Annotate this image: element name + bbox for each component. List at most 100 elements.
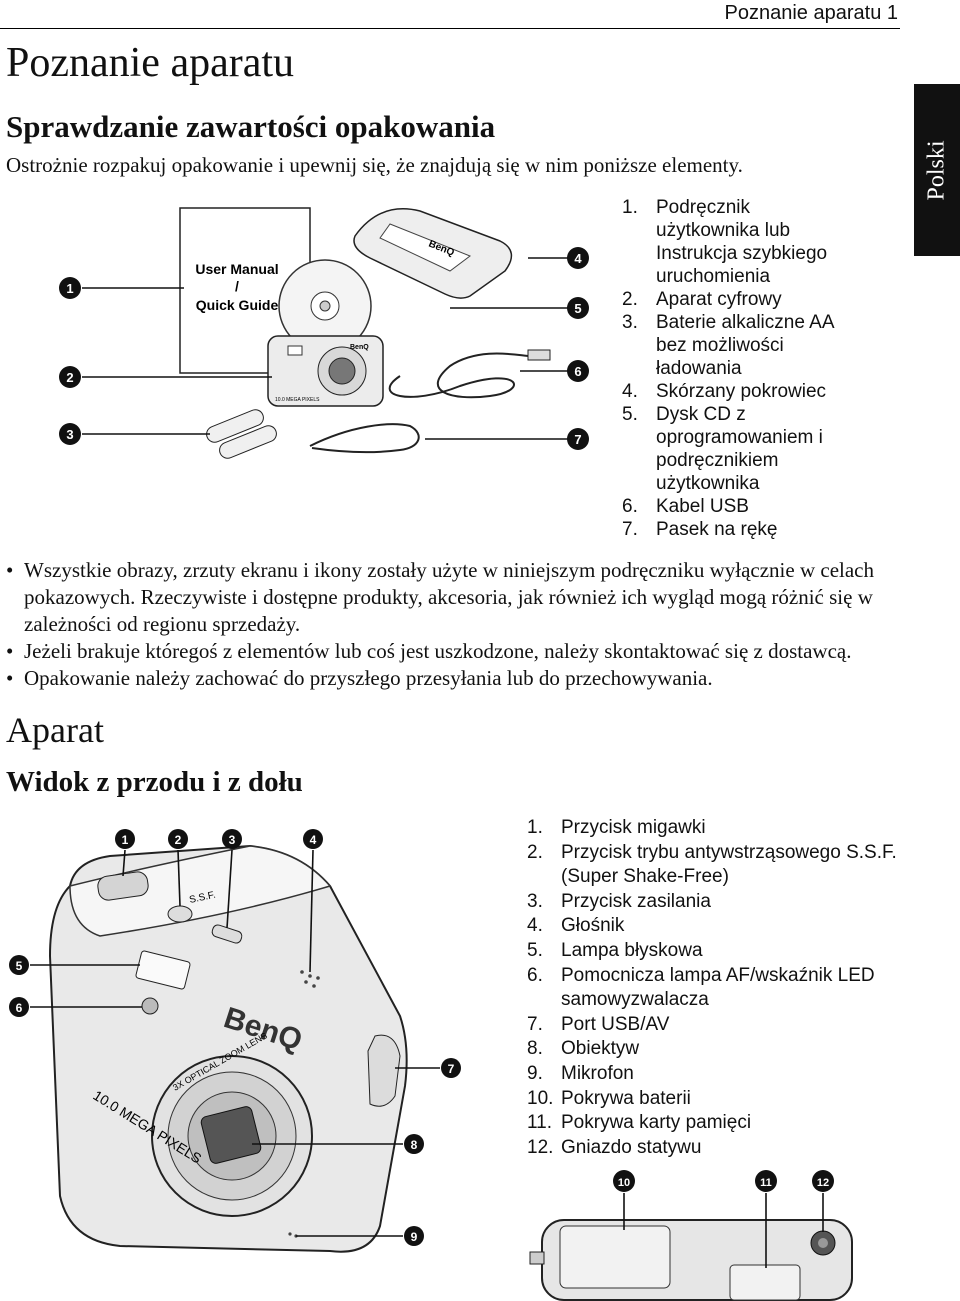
usb-cable-illustration [388, 352, 531, 399]
memory-card-cover [729, 1264, 801, 1301]
svg-text:8: 8 [411, 1138, 418, 1152]
camera-part-item-text: Przycisk migawki [561, 817, 706, 838]
callout-9: 9 [404, 1226, 424, 1246]
callout-2: 2 [168, 829, 188, 849]
camera-part-item-text: Port USB/AV [561, 1013, 670, 1035]
svg-text:3: 3 [66, 427, 73, 442]
battery-cover [559, 1225, 671, 1289]
camera-part-item-number: 3. [527, 890, 543, 912]
camera-section-subtitle: Widok z przodu i z dołu [6, 766, 303, 798]
svg-text:6: 6 [16, 1001, 23, 1015]
note-item: Jeżeli brakuje któregoś z elementów lub … [6, 638, 916, 665]
batteries-illustration [206, 409, 277, 459]
speaker-grille [300, 970, 320, 988]
section-subtitle: Sprawdzanie zawartości opakowania [6, 109, 496, 144]
package-contents-item-text: Dysk CD z oprogramowaniem i podręcznikie… [656, 404, 823, 494]
package-contents-item-text: Kabel USB [656, 496, 749, 517]
camera-top-panel [69, 845, 332, 937]
callout-11: 11 [755, 1170, 777, 1192]
usb-av-port-cover [367, 1034, 401, 1107]
svg-text:3: 3 [229, 833, 236, 847]
svg-text:4: 4 [310, 833, 317, 847]
callout-3: 3 [59, 423, 81, 445]
camera-part-item: 11. Pokrywa karty pamięci [527, 1111, 917, 1136]
note-item: Opakowanie należy zachować do przyszłego… [6, 665, 916, 692]
callout-4: 4 [303, 829, 323, 849]
package-contents-item-text: Baterie alkaliczne AA bez możliwości ład… [656, 312, 834, 379]
camera-part-item: 7.Port USB/AV [527, 1013, 917, 1038]
package-contents-item-text: Aparat cyfrowy [656, 289, 782, 310]
package-contents-item-number: 6. [622, 496, 638, 517]
note-item: Wszystkie obrazy, zrzuty ekranu i ikony … [6, 557, 916, 638]
camera-part-item: 4.Głośnik [527, 914, 917, 939]
callout-6: 6 [567, 360, 589, 382]
camera-part-item: 6. Pomocnicza lampa AF/wskaźnik LED samow… [527, 964, 917, 1013]
wrist-strap-illustration [309, 423, 420, 454]
camera-brand-small: BenQ [350, 344, 369, 351]
camera-part-item-number: 6. [527, 964, 543, 986]
callout-7: 7 [567, 428, 589, 450]
callout-8: 8 [404, 1134, 424, 1154]
camera-part-item: 8.Obiektyw [527, 1037, 917, 1062]
manual-title-line3: Quick Guide [196, 297, 279, 313]
camera-part-item: 3. Przycisk zasilania [527, 890, 917, 915]
svg-text:1: 1 [66, 281, 73, 296]
svg-text:1: 1 [122, 833, 129, 847]
callout-3: 3 [222, 829, 242, 849]
manual-title-line1: User Manual [195, 261, 278, 277]
callout-1: 1 [59, 277, 81, 299]
camera-part-item-number: 10. [527, 1087, 554, 1109]
header-rule [0, 28, 900, 29]
callout-2: 2 [59, 366, 81, 388]
camera-part-item-text: Pokrywa karty pamięci [561, 1112, 752, 1134]
package-contents-item-number: 5. [622, 404, 638, 425]
svg-text:10: 10 [618, 1177, 630, 1189]
package-contents-item-number: 7. [622, 519, 638, 540]
package-contents-item-text: Podręcznik użytkownika lub Instrukcja sz… [656, 197, 828, 287]
camera-part-item: 10.Pokrywa baterii [527, 1087, 917, 1112]
camera-part-item-text: Przycisk zasilania [561, 890, 711, 912]
package-contents-item-number: 2. [622, 289, 638, 310]
camera-part-item-text: Pomocnicza lampa AF/wskaźnik LED samowyz… [561, 964, 875, 1011]
language-tab-label: Polski [923, 139, 950, 201]
package-contents-item: 3.Baterie alkaliczne AA bez możliwości ł… [622, 311, 842, 380]
camera-part-item-text: Gniazdo statywu [561, 1136, 702, 1158]
callout-5: 5 [567, 297, 589, 319]
notes-list: Wszystkie obrazy, zrzuty ekranu i ikony … [6, 557, 916, 692]
svg-text:12: 12 [817, 1177, 829, 1189]
svg-text:7: 7 [448, 1062, 455, 1076]
camera-section-title: Aparat [6, 710, 104, 750]
package-contents-item: 2. Aparat cyfrowy [622, 288, 842, 311]
package-contents-item: 6. Kabel USB [622, 495, 842, 518]
camera-part-item-text: Lampa błyskowa [561, 939, 703, 961]
camera-part-item: 2.Przycisk trybu antywstrząsowego S.S.F.… [527, 841, 917, 890]
svg-text:5: 5 [16, 959, 23, 973]
camera-part-item-number: 12. [527, 1136, 554, 1158]
camera-megapixel-small: 10.0 MEGA PIXELS [275, 397, 320, 403]
callout-6: 6 [9, 997, 29, 1017]
camera-part-item-number: 5. [527, 939, 543, 961]
ssf-button [167, 905, 193, 923]
callout-1: 1 [115, 829, 135, 849]
lens-assembly [151, 1055, 313, 1217]
section-title: Poznanie aparatu [6, 40, 295, 86]
power-button [211, 924, 243, 944]
camera-part-item: 9.Mikrofon [527, 1062, 917, 1087]
manual-title-line2: / [235, 278, 239, 294]
camera-part-item-number: 2. [527, 841, 543, 863]
callout-7: 7 [441, 1058, 461, 1078]
package-contents-list: 1.Podręcznik użytkownika lub Instrukcja … [622, 196, 842, 541]
shutter-button [97, 871, 149, 901]
camera-part-item: 1.Przycisk migawki [527, 816, 917, 841]
svg-text:7: 7 [574, 432, 581, 447]
af-lamp [141, 997, 159, 1015]
svg-text:11: 11 [760, 1177, 772, 1189]
camera-part-item: 12. Gniazdo statywu [527, 1136, 917, 1161]
language-tab: Polski [914, 84, 960, 256]
camera-part-item-text: Mikrofon [561, 1062, 634, 1084]
camera-part-item-number: 11. [527, 1112, 553, 1134]
callout-10: 10 [613, 1170, 635, 1192]
ssf-label: S.S.F. [188, 890, 216, 906]
svg-text:4: 4 [574, 251, 582, 266]
